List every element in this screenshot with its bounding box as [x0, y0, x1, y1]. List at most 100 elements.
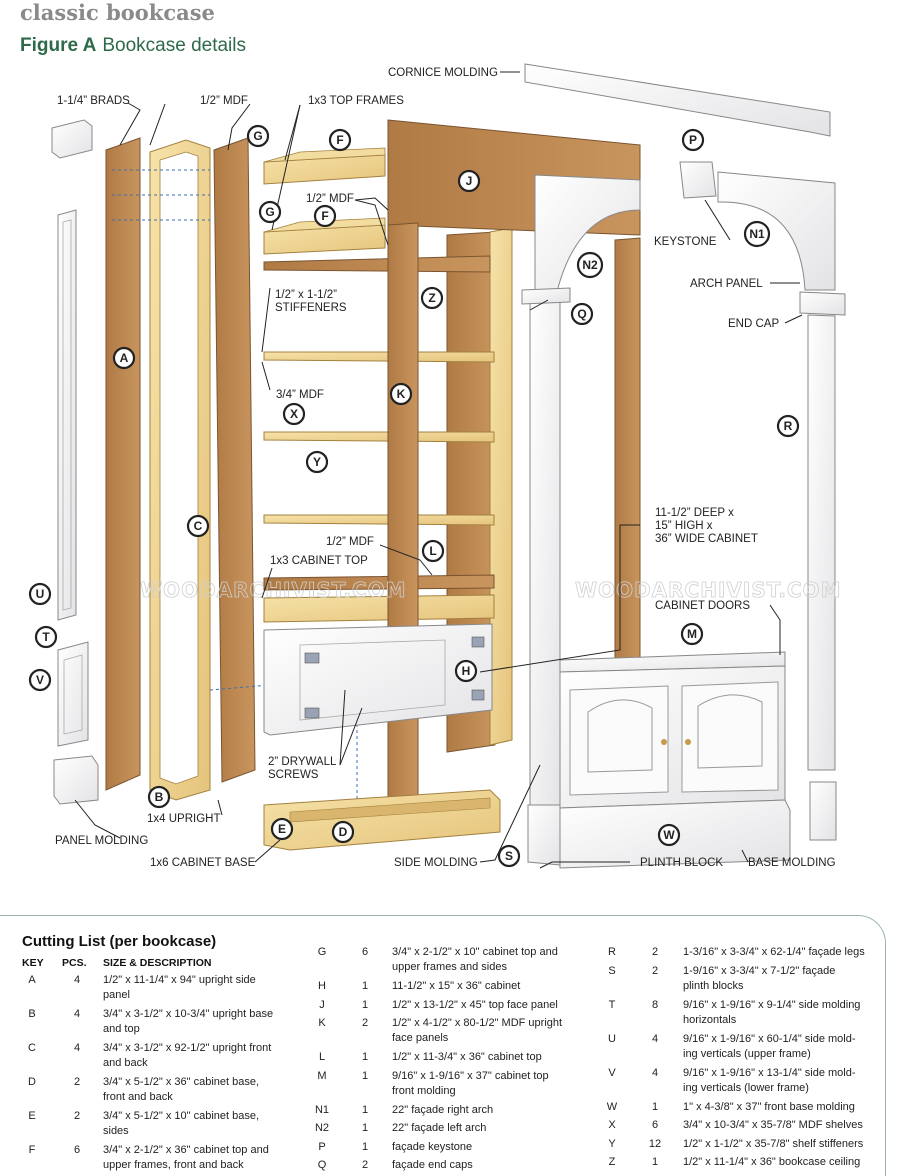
svg-text:K: K [397, 387, 406, 401]
label-cornice-molding: CORNICE MOLDING [388, 67, 498, 79]
cut-desc: façade end caps [392, 1158, 473, 1173]
label-mdf-half-c: 1/2” MDF [326, 536, 374, 548]
cut-desc-line: 9/16" x 1-9/16" x 60-1/4" side mold- [683, 1032, 856, 1045]
cutting-list: Cutting List (per bookcase) KEY PCS. SIZ… [0, 915, 900, 1176]
cut-desc-line: horizontals [683, 1013, 737, 1026]
svg-text:U: U [36, 587, 45, 601]
cut-desc-line: 3/4" x 10-3/4" x 35-7/8" MDF shelves [683, 1119, 863, 1131]
bubble-g-lower: G [258, 200, 282, 224]
bubble-k: K [389, 382, 413, 406]
svg-text:X: X [290, 407, 298, 421]
end-cap-q [521, 287, 571, 305]
cut-desc-line: ing verticals (lower frame) [683, 1081, 809, 1094]
upright-face-panel-k [387, 222, 419, 839]
svg-text:L: L [429, 544, 436, 558]
cut-pcs: 4 [73, 1008, 81, 1020]
label-cabinet-1: 11-1/2” DEEP x [655, 507, 734, 519]
cut-desc-line: and back [103, 1057, 148, 1069]
cut-desc-line: ing verticals (upper frame) [683, 1047, 811, 1060]
bubble-g-upper: G [246, 124, 270, 148]
svg-text:N2: N2 [582, 258, 598, 272]
cut-pcs: 2 [361, 1017, 369, 1029]
cut-key: S [608, 964, 616, 977]
ceiling-z [263, 255, 491, 273]
cut-desc-line: 1/2" x 4-1/2" x 80-1/2" MDF upright [392, 1017, 563, 1029]
svg-text:Z: Z [428, 291, 435, 305]
cut-pcs: 2 [361, 1159, 369, 1171]
cut-desc: 3/4" x 5-1/2" x 36" cabinet base,front a… [103, 1075, 259, 1105]
cut-key: C [28, 1042, 36, 1054]
cut-key: X [608, 1119, 616, 1131]
header-pcs: PCS. [62, 957, 87, 969]
figure-caption: Bookcase details [102, 35, 247, 56]
cut-desc-line: plinth blocks [683, 979, 744, 992]
bubble-z: Z [420, 286, 444, 310]
cut-key: K [318, 1017, 326, 1029]
label-mdf-three-quarter: 3/4” MDF [276, 389, 324, 401]
cut-desc: 1/2" x 1-1/2" x 35-7/8" shelf stiffeners [683, 1137, 863, 1152]
cut-key: E [28, 1110, 36, 1122]
cut-desc-line: 11-1/2" x 15" x 36" cabinet [392, 980, 521, 992]
cut-desc-line: 1-3/16" x 3-3/4" x 62-1/4" façade legs [683, 946, 865, 958]
cut-key: W [606, 1100, 618, 1113]
door-right [681, 681, 779, 793]
cut-desc: 1" x 4-3/8" x 37" front base molding [683, 1100, 855, 1115]
svg-text:G: G [253, 129, 262, 143]
cut-desc: 3/4" x 5-1/2" x 10" cabinet base,sides [103, 1109, 259, 1139]
svg-text:Q: Q [577, 307, 586, 321]
watermark-right: WOODARCHIVIST.COM [575, 578, 842, 602]
cut-desc: 9/16" x 1-9/16" x 60-1/4" side mold-ing … [683, 1032, 856, 1062]
header-key: KEY [22, 957, 44, 969]
cut-desc: 9/16" x 1-9/16" x 13-1/4" side mold-ing … [683, 1066, 856, 1096]
cut-key: N1 [314, 1103, 330, 1116]
plinth-block-right [809, 781, 837, 841]
cut-desc: 22" façade right arch [392, 1103, 493, 1118]
svg-text:W: W [663, 828, 675, 842]
label-panel-molding: PANEL MOLDING [55, 835, 148, 847]
label-mdf-half-b: 1/2” MDF [306, 193, 354, 205]
cut-key: G [317, 946, 327, 958]
cut-key: V [608, 1066, 616, 1079]
cut-pcs: 6 [361, 946, 369, 958]
cut-pcs: 1 [361, 1103, 369, 1116]
cut-desc-line: 3/4" x 2-1/2" x 10" cabinet top and [392, 946, 558, 958]
bubble-f-lower: F [313, 204, 337, 228]
cut-key: J [319, 998, 325, 1011]
label-cabinet-doors: CABINET DOORS [655, 600, 750, 612]
cabinet-h [263, 623, 493, 736]
cut-desc: façade keystone [392, 1140, 472, 1155]
cut-desc-line: 22" façade left arch [392, 1122, 487, 1134]
bubble-s: S [497, 844, 521, 868]
bubble-a: A [112, 346, 136, 370]
cut-desc: 1-3/16" x 3-3/4" x 62-1/4" façade legs [683, 945, 865, 960]
label-side-molding: SIDE MOLDING [394, 857, 478, 869]
side-panel-mdf [213, 137, 256, 783]
exploded-view: WOODARCHIVIST.COM WOODARCHIVIST.COM [28, 63, 846, 869]
cut-desc-line: 3/4" x 3-1/2" x 10-3/4" upright base [103, 1008, 274, 1020]
cut-key: U [608, 1032, 616, 1045]
cut-key: T [608, 998, 616, 1011]
cut-pcs: 1 [651, 1156, 659, 1168]
facade-leg-r [807, 314, 836, 771]
cut-desc-line: 1" x 4-3/8" x 37" front base molding [683, 1100, 855, 1113]
bubble-m: M [680, 622, 704, 646]
bubble-u: U [28, 582, 52, 606]
cut-desc-line: 1/2" x 11-1/4" x 36" bookcase ceiling [683, 1156, 861, 1168]
cut-pcs: 4 [651, 1066, 659, 1079]
cut-pcs: 1 [361, 998, 369, 1011]
cornice-molding [524, 63, 831, 137]
label-cabinet-base: 1x6 CABINET BASE [150, 857, 256, 869]
cut-pcs: 2 [73, 1110, 81, 1122]
cut-key: R [608, 946, 616, 958]
bubble-e: E [270, 817, 294, 841]
bubble-x: X [282, 402, 306, 426]
cut-pcs: 2 [651, 964, 659, 977]
cut-key: A [28, 974, 36, 986]
bubble-p: P [681, 128, 705, 152]
svg-text:J: J [466, 174, 473, 188]
cut-key: Q [317, 1159, 327, 1171]
cut-key: B [28, 1008, 36, 1020]
